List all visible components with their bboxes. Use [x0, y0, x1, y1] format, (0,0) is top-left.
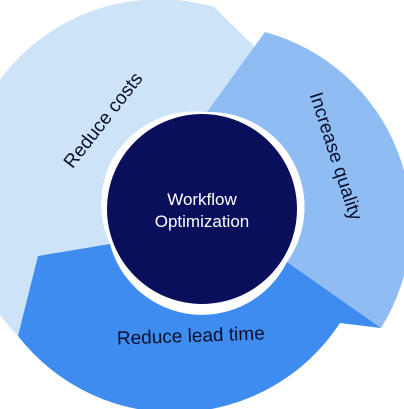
center-circle [107, 114, 297, 304]
center-label-line2: Optimization [155, 212, 249, 231]
segment-reduce-lead-time [18, 244, 381, 409]
center-label-line1: Workflow [167, 190, 237, 209]
label-reduce-lead-time: Reduce lead time [117, 323, 266, 349]
segment-increase-quality [207, 32, 404, 328]
